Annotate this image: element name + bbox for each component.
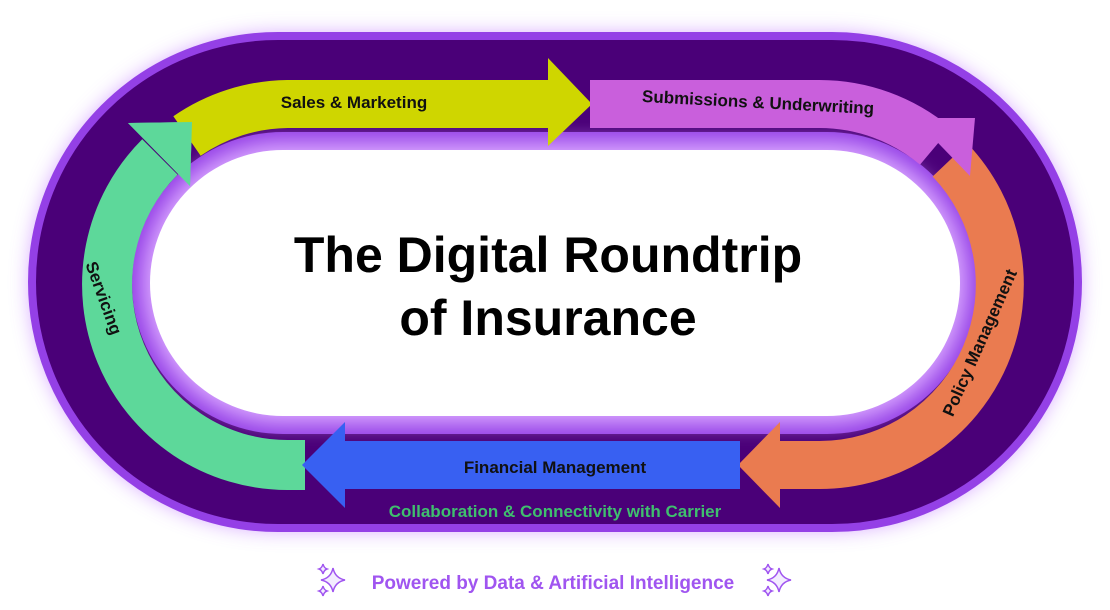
footer-text: Powered by Data & Artificial Intelligenc…	[372, 573, 735, 594]
servicing-arrowhead	[128, 122, 192, 186]
label-sales-marketing: Sales & Marketing	[281, 93, 427, 112]
submissions-arrowhead	[914, 118, 975, 176]
label-carrier-collaboration: Collaboration & Connectivity with Carrie…	[389, 502, 722, 521]
inner-area	[150, 150, 960, 416]
title-line-2: of Insurance	[399, 290, 696, 346]
policy-management-arrow	[738, 143, 1024, 508]
sparkle-icon-right	[761, 563, 792, 597]
sparkle-icon-left	[316, 563, 346, 597]
sales-marketing-arrow	[173, 58, 592, 157]
label-financial-management: Financial Management	[464, 458, 647, 477]
title-line-1: The Digital Roundtrip	[294, 227, 802, 283]
financial-management-arrow	[302, 422, 740, 508]
submissions-underwriting-arrow	[590, 80, 951, 166]
